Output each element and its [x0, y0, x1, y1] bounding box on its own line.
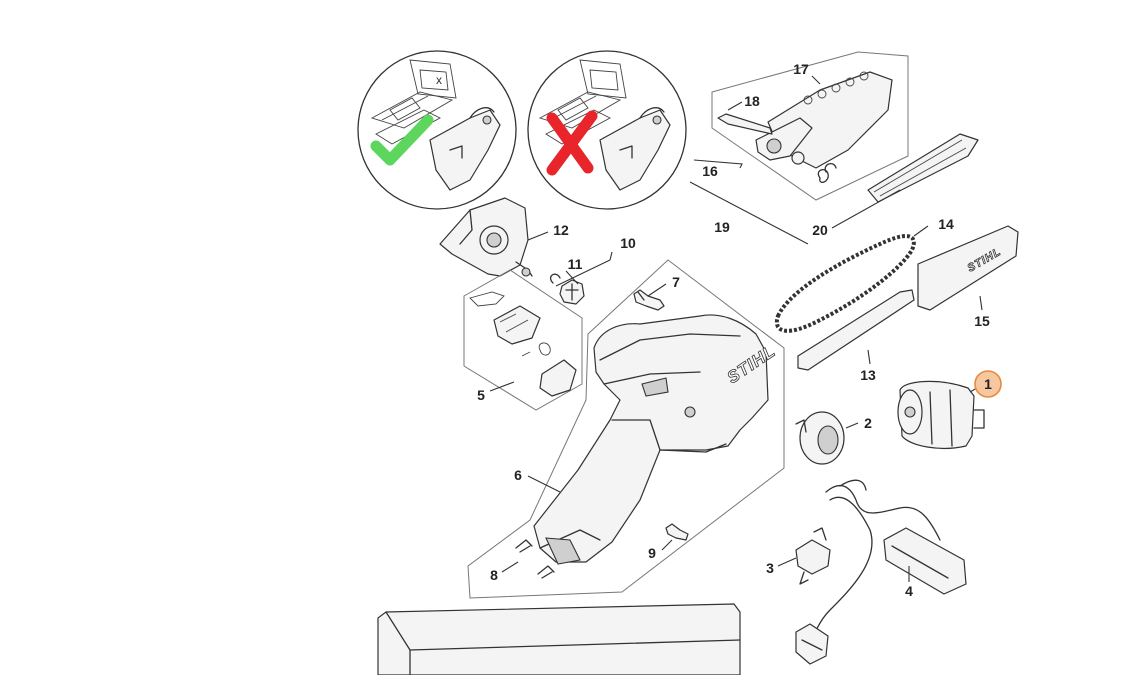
label-7[interactable]: 7 — [672, 274, 680, 290]
part-bolt-18[interactable] — [717, 113, 773, 135]
label-5[interactable]: 5 — [477, 387, 485, 403]
handle-clip-correct — [429, 107, 501, 191]
label-18[interactable]: 18 — [744, 93, 760, 109]
part-switch-3[interactable] — [795, 527, 831, 585]
part-group-box-19 — [711, 51, 909, 201]
label-9[interactable]: 9 — [648, 545, 656, 561]
label-12[interactable]: 12 — [553, 222, 569, 238]
part-plate-20[interactable] — [867, 133, 979, 203]
part-screw-9[interactable] — [665, 523, 689, 541]
cross-mark-icon — [546, 110, 598, 176]
label-6[interactable]: 6 — [514, 467, 522, 483]
part-labels: 1 2 3 4 5 6 7 8 9 10 11 12 13 14 15 16 1… — [477, 61, 1002, 599]
label-20[interactable]: 20 — [812, 222, 828, 238]
correct-assembly-detail: x — [357, 50, 517, 210]
part-screw-7[interactable] — [633, 289, 665, 311]
part-housing-6[interactable]: STIHL — [533, 314, 779, 565]
part-wiring-harness-4[interactable] — [795, 479, 967, 665]
label-17[interactable]: 17 — [793, 61, 809, 77]
handle-clip-incorrect — [599, 107, 671, 191]
part-clip-8[interactable] — [515, 539, 555, 579]
label-2[interactable]: 2 — [864, 415, 872, 431]
part-scabbard-15[interactable]: STIHL — [917, 225, 1019, 311]
part-group-box-6 — [467, 259, 785, 599]
part-motor-1[interactable] — [897, 380, 985, 449]
label-11[interactable]: 11 — [568, 256, 583, 272]
part-group-box-5[interactable] — [463, 269, 583, 411]
label-15[interactable]: 15 — [974, 313, 990, 329]
part-cover-12[interactable] — [439, 197, 533, 277]
label-4[interactable]: 4 — [905, 583, 913, 599]
x-mark-icon: x — [436, 73, 442, 87]
part-drive-2[interactable] — [795, 411, 845, 465]
part-1-highlight — [974, 370, 1002, 398]
label-16[interactable]: 16 — [702, 163, 718, 179]
part-clip-11[interactable] — [549, 273, 561, 284]
check-mark-icon — [370, 114, 434, 166]
label-13[interactable]: 13 — [860, 367, 876, 383]
label-14[interactable]: 14 — [938, 216, 954, 232]
part-sprocket-10[interactable] — [559, 279, 585, 305]
label-8[interactable]: 8 — [490, 567, 498, 583]
label-3[interactable]: 3 — [766, 560, 774, 576]
leader-lines — [489, 75, 983, 582]
label-1[interactable]: 1 — [984, 376, 992, 392]
part-saw-chain-14[interactable] — [774, 234, 916, 333]
label-19[interactable]: 19 — [714, 219, 730, 235]
part-guide-bar-13[interactable] — [797, 289, 915, 371]
label-10[interactable]: 10 — [620, 235, 636, 251]
packaging-box — [377, 603, 741, 675]
part-tensioner-16[interactable] — [755, 117, 837, 183]
incorrect-assembly-detail — [527, 50, 687, 210]
